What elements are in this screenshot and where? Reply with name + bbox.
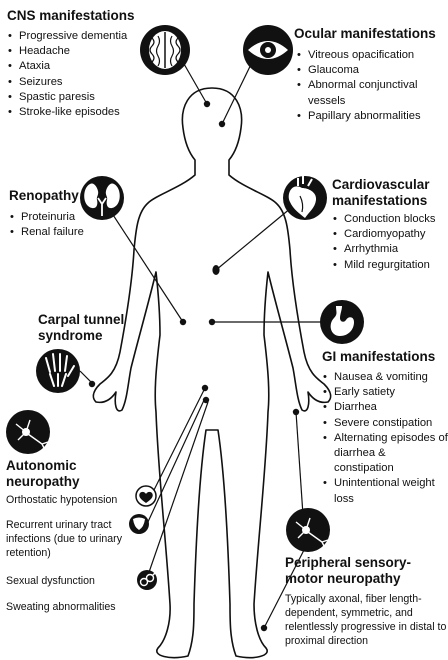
list-item: Diarrhea xyxy=(322,400,448,415)
autonomic-title: Autonomic neuropathy xyxy=(6,458,106,490)
autonomic-item-hypotension: Orthostatic hypotension xyxy=(6,493,136,507)
list-item: Ataxia xyxy=(7,59,147,74)
list-item: Vitreous opacification xyxy=(296,48,446,63)
autonomic-item-sweating: Sweating abnormalities xyxy=(6,600,146,614)
pelvis-dot xyxy=(202,385,208,391)
cns-title: CNS manifestations xyxy=(7,8,135,24)
kidney-dot xyxy=(180,319,186,325)
list-item: Progressive dementia xyxy=(7,29,147,44)
bladder-dot xyxy=(203,397,209,403)
heart-small-icon xyxy=(136,486,156,506)
wrist-dot xyxy=(89,381,95,387)
list-item: Severe constipation xyxy=(322,416,448,431)
renal-list: Proteinuria Renal failure xyxy=(9,210,109,240)
list-item: Spastic paresis xyxy=(7,90,147,105)
list-item: Nausea & vomiting xyxy=(322,370,448,385)
neuron-icon-peripheral xyxy=(286,508,330,552)
list-item: Cardiomyopathy xyxy=(332,227,448,242)
list-item: Headache xyxy=(7,44,147,59)
head-dot xyxy=(204,101,210,107)
gi-title: GI manifestations xyxy=(322,349,435,365)
peripheral-description: Typically axonal, fiber length-dependent… xyxy=(285,592,447,648)
heart-icon xyxy=(283,175,327,220)
brain-icon xyxy=(140,25,190,75)
eye-dot xyxy=(219,121,225,127)
eye-icon xyxy=(243,25,293,75)
gi-list: Nausea & vomiting Early satiety Diarrhea… xyxy=(322,370,448,507)
carpal-connector xyxy=(80,371,92,383)
list-item: Alternating episodes of diarrhea & const… xyxy=(322,431,448,477)
hand-dot xyxy=(293,409,299,415)
list-item: Mild regurgitation xyxy=(332,258,448,273)
list-item: Proteinuria xyxy=(9,210,109,225)
cardio-list: Conduction blocks Cardiomyopathy Arrhyth… xyxy=(332,212,448,273)
ocular-list: Vitreous opacification Glaucoma Abnormal… xyxy=(296,48,446,124)
heart-dot xyxy=(212,265,219,275)
list-item: Arrhythmia xyxy=(332,242,448,257)
renal-connector xyxy=(102,198,183,322)
stomach-dot xyxy=(209,319,215,325)
foot-dot xyxy=(261,625,267,631)
hypotension-connector xyxy=(153,388,205,492)
ocular-title: Ocular manifestations xyxy=(294,26,436,42)
list-item: Stroke-like episodes xyxy=(7,105,147,120)
cardio-title: Cardiovascular manifestations xyxy=(332,177,448,209)
list-item: Unintentional weight loss xyxy=(322,476,448,506)
cns-list: Progressive dementia Headache Ataxia Sei… xyxy=(7,29,147,120)
carpal-title: Carpal tunnel syndrome xyxy=(38,312,134,344)
stomach-icon xyxy=(320,300,364,344)
renal-title: Renopathy xyxy=(9,188,79,204)
peripheral-title: Peripheral sensory-motor neuropathy xyxy=(285,555,445,587)
autonomic-item-sexual: Sexual dysfunction xyxy=(6,574,136,588)
list-item: Renal failure xyxy=(9,225,109,240)
list-item: Abnormal conjunctival vessels xyxy=(296,78,446,108)
autonomic-item-uti: Recurrent urinary tract infections (due … xyxy=(6,518,126,560)
list-item: Glaucoma xyxy=(296,63,446,78)
list-item: Conduction blocks xyxy=(332,212,448,227)
neuron-icon xyxy=(6,410,50,454)
gender-icon xyxy=(137,570,157,590)
list-item: Seizures xyxy=(7,75,147,90)
bladder-icon xyxy=(129,514,149,534)
list-item: Papillary abnormalities xyxy=(296,109,446,124)
hand-bones-icon xyxy=(36,349,80,393)
list-item: Early satiety xyxy=(322,385,448,400)
